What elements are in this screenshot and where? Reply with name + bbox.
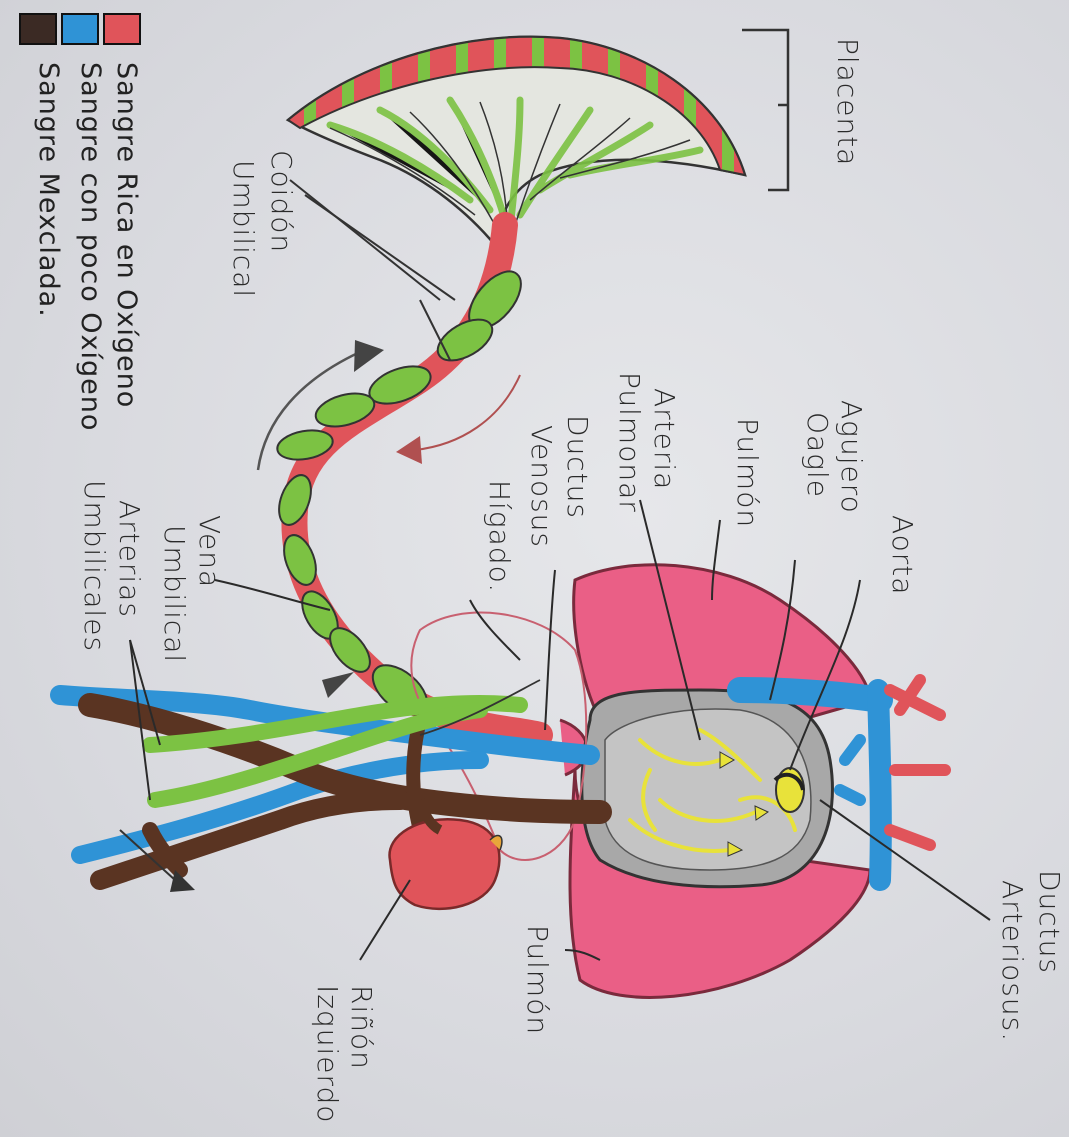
label-vena-umbilical-1: Vena (193, 515, 226, 588)
label-vena-umbilical-2: Umbilical (158, 525, 191, 663)
label-rinon-2: Izquierdo (311, 985, 344, 1123)
label-pulmon-bottom: Pulmón (521, 925, 554, 1035)
label-arteria-pulmonar-2: Pulmonar (613, 372, 646, 513)
vessel-blue-vertical (878, 690, 881, 880)
label-ductus-arteriosus-2: Arteriosus. (996, 880, 1029, 1042)
legend-label-oxygen-rich: Sangre Rica en Oxígeno (111, 62, 142, 408)
cordon-pointer-lines (290, 180, 455, 360)
label-aorta: Aorta (886, 515, 919, 595)
vessel-blue-horizontal (740, 690, 880, 700)
legend: Sangre Rica en Oxígeno Sangre con poco O… (20, 14, 142, 431)
label-rinon-1: Riñón (345, 985, 378, 1070)
legend-swatch-low-oxygen (62, 14, 98, 44)
label-agujero-2: Oagle (801, 412, 834, 498)
kidney-shape (390, 819, 500, 909)
label-higado: Hígado. (483, 480, 516, 593)
placenta (288, 37, 745, 245)
label-arteria-pulmonar-1: Arteria (648, 388, 681, 490)
label-pulmon-top: Pulmón (731, 418, 764, 528)
legend-label-low-oxygen: Sangre con poco Oxígeno (75, 62, 106, 431)
legend-label-mixed: Sangre Mexclada. (33, 62, 64, 318)
label-ductus-venosus-2: Venosus (525, 425, 558, 548)
legend-swatch-oxygen-rich (104, 14, 140, 44)
heart (582, 690, 833, 887)
label-agujero-1: Agujero (835, 400, 868, 514)
label-ductus-arteriosus-1: Ductus (1033, 870, 1066, 974)
label-cordon-1: Coidón (265, 150, 298, 253)
label-arterias-umbilicales-2: Umbilicales (78, 480, 111, 652)
label-cordon-2: Umbilical (227, 160, 260, 298)
label-arterias-umbilicales-1: Arterias (113, 500, 146, 618)
placenta-bracket (742, 30, 788, 190)
label-ductus-venosus-1: Ductus (561, 415, 594, 519)
legend-swatch-mixed (20, 14, 56, 44)
label-placenta: Placenta (831, 38, 864, 166)
